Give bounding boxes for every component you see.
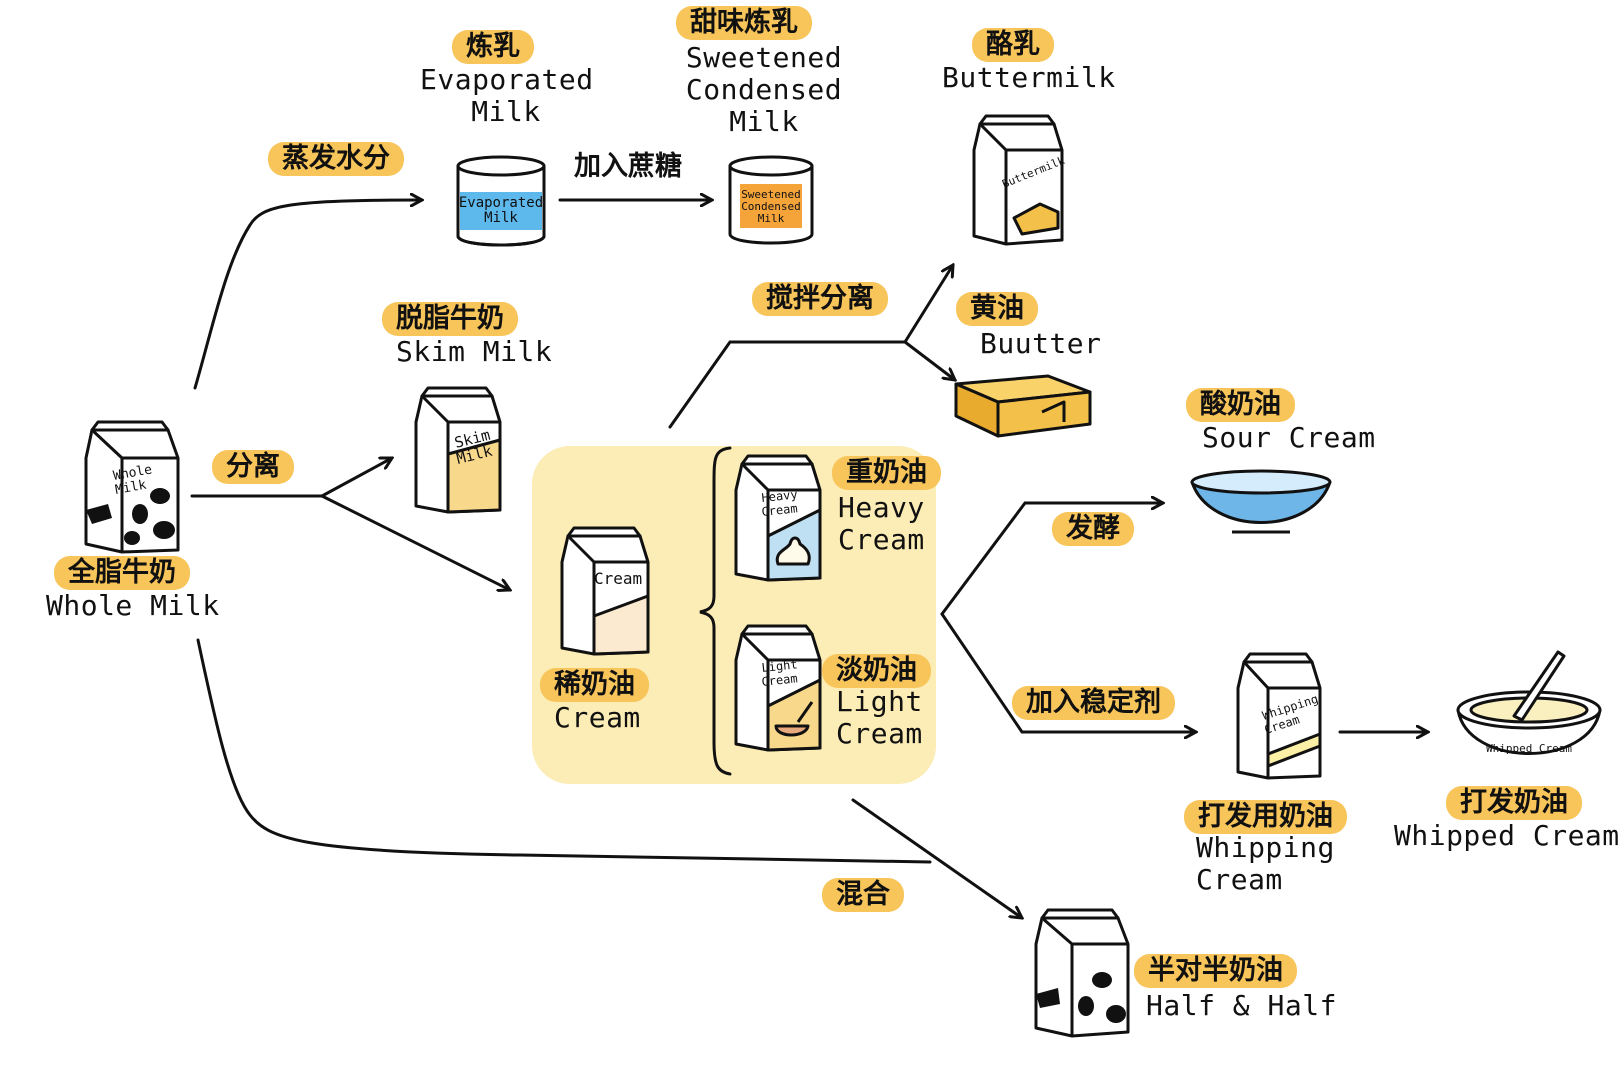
heavy-cn-label: 重奶油 <box>832 456 941 490</box>
half-en-label: Half & Half <box>1146 989 1337 1022</box>
pkg-light-l2: Cream <box>761 671 798 689</box>
pkg-cond-l3: Milk <box>758 212 785 225</box>
condensed-en-line3: Milk <box>729 105 799 138</box>
light-cn-label: 淡奶油 <box>822 654 931 688</box>
light-en-line2: Cream <box>836 717 923 750</box>
evaporated-cn-label: 炼乳 <box>452 30 534 64</box>
whole-milk-carton-icon: Whole Milk <box>84 420 180 554</box>
pkg-whipped: Whipped Cream <box>1486 742 1572 755</box>
edge-cream-branch-down <box>940 612 1196 732</box>
whole-milk-cn-label: 全脂牛奶 <box>54 556 190 590</box>
buttermilk-carton-icon: Buttermilk <box>972 114 1066 246</box>
pkg-cream: Cream <box>594 569 642 588</box>
butter-cn-label: 黄油 <box>956 292 1038 326</box>
evaporated-milk-can-icon: Evaporated Milk <box>456 155 546 247</box>
pkg-heavy-l2: Cream <box>761 501 798 519</box>
whipping-cn-label: 打发用奶油 <box>1184 800 1347 834</box>
pkg-cond-l2: Condensed <box>741 200 801 213</box>
buttermilk-en-label: Buttermilk <box>942 61 1116 94</box>
whipping-en-line1: Whipping <box>1196 831 1335 864</box>
evaporated-en-line2: Milk <box>471 95 541 128</box>
light-en-line1: Light <box>836 685 923 718</box>
whipped-cream-bowl-icon: Whipped Cream <box>1456 650 1602 755</box>
edge-label-add-sugar: 加入蔗糖 <box>574 151 682 182</box>
pkg-heavy-l1: Heavy <box>761 487 798 505</box>
butter-block-icon <box>954 374 1092 438</box>
cream-types-brace <box>699 446 732 776</box>
edge-whole-down-to-mix <box>196 638 932 864</box>
whipped-en-label: Whipped Cream <box>1394 819 1620 852</box>
heavy-en-line2: Cream <box>838 523 925 556</box>
cream-cn-label: 稀奶油 <box>540 668 649 702</box>
condensed-milk-can-icon: Sweetened Condensed Milk <box>728 155 814 245</box>
sour-cn-label: 酸奶油 <box>1186 388 1295 422</box>
skim-en-label: Skim Milk <box>396 335 553 368</box>
pkg-light-l1: Light <box>761 657 798 675</box>
sour-cream-bowl-icon <box>1190 469 1332 534</box>
whipped-cn-label: 打发奶油 <box>1446 786 1582 820</box>
condensed-en-line1: Sweetened <box>685 41 843 74</box>
edge-cream-to-halfhalf <box>851 798 1022 918</box>
pkg-whole-l1: Whole <box>112 462 153 484</box>
sour-en-label: Sour Cream <box>1202 421 1376 454</box>
edge-churn-to-buttermilk <box>903 265 953 344</box>
edge-label-stabilizer: 加入稳定剂 <box>1012 686 1175 720</box>
pkg-evap-l1: Evaporated <box>459 195 543 211</box>
edge-cream-to-churn <box>668 340 907 429</box>
heavy-cream-carton-icon: Heavy Cream <box>734 454 822 582</box>
butter-en-label: Buutter <box>980 327 1102 360</box>
condensed-en-line2: Condensed <box>685 73 843 106</box>
edge-label-evaporate: 蒸发水分 <box>268 142 404 176</box>
edge-churn-to-butter <box>903 340 955 380</box>
condensed-cn-label: 甜味炼乳 <box>676 6 812 40</box>
half-cn-label: 半对半奶油 <box>1134 954 1297 988</box>
buttermilk-cn-label: 酪乳 <box>972 28 1054 62</box>
edge-split-to-skim <box>320 458 392 498</box>
cream-carton-icon: Cream <box>560 526 650 656</box>
pkg-cond-l1: Sweetened <box>741 188 801 201</box>
skim-cn-label: 脱脂牛奶 <box>382 302 518 336</box>
edge-cream-branch-up <box>940 503 1163 616</box>
whipping-cream-carton-icon: Whipping Cream <box>1236 652 1322 780</box>
whole-milk-en-label: Whole Milk <box>46 589 220 622</box>
half-half-carton-icon <box>1034 908 1130 1038</box>
whipping-en-line2: Cream <box>1196 863 1283 896</box>
edge-label-ferment: 发酵 <box>1052 512 1134 546</box>
cream-en-label: Cream <box>554 701 641 734</box>
evaporated-en-line1: Evaporated <box>420 63 594 96</box>
pkg-whole-l2: Milk <box>114 478 148 498</box>
skim-milk-carton-icon: Skim Milk <box>414 386 502 514</box>
pkg-evap-l2: Milk <box>484 210 518 226</box>
edge-label-separate: 分离 <box>212 450 294 484</box>
edge-label-churn: 搅拌分离 <box>752 282 888 316</box>
edge-split-to-cream <box>320 494 510 590</box>
edge-label-mix: 混合 <box>822 878 904 912</box>
light-cream-carton-icon: Light Cream <box>734 624 822 752</box>
heavy-en-line1: Heavy <box>838 491 925 524</box>
edge-whole-to-evaporated <box>193 200 422 390</box>
